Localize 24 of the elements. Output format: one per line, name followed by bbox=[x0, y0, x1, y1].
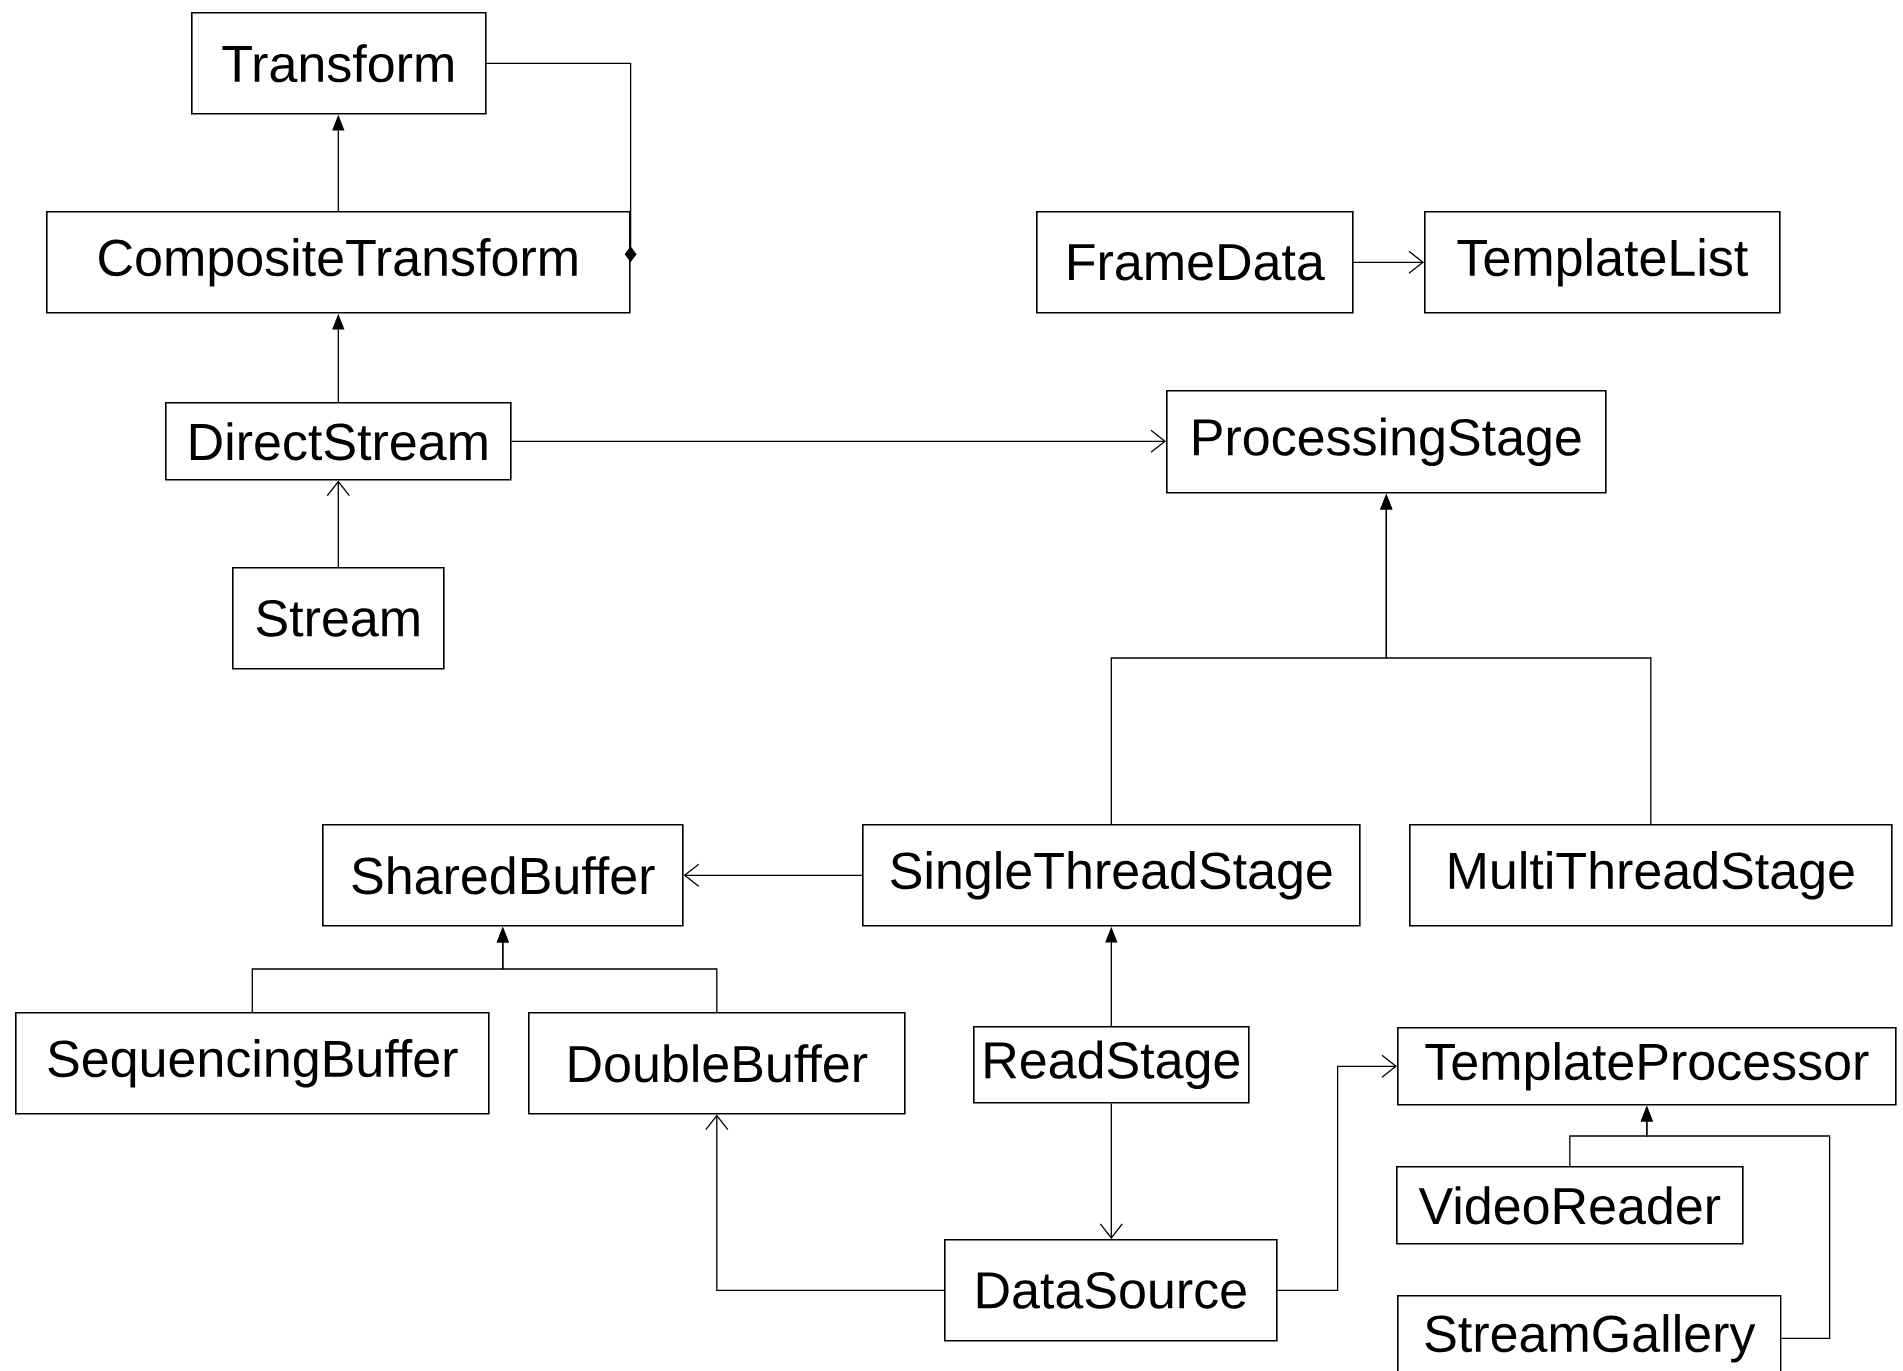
arrow bbox=[510, 429, 1166, 453]
class-box: ProcessingStage bbox=[1166, 390, 1607, 494]
class-box: SharedBuffer bbox=[322, 824, 684, 927]
arrow bbox=[705, 1114, 945, 1291]
class-box: DirectStream bbox=[165, 402, 512, 481]
class-box: SequencingBuffer bbox=[15, 1012, 490, 1115]
arrow bbox=[683, 863, 863, 887]
arrow bbox=[1099, 1102, 1123, 1239]
class-box: Stream bbox=[232, 567, 445, 670]
class-box: VideoReader bbox=[1396, 1166, 1744, 1245]
class-box: TemplateList bbox=[1424, 211, 1781, 314]
class-box: SingleThreadStage bbox=[862, 824, 1361, 927]
class-box: TemplateProcessor bbox=[1397, 1027, 1897, 1106]
class-box: DoubleBuffer bbox=[528, 1012, 906, 1115]
class-box: MultiThreadStage bbox=[1409, 824, 1893, 927]
class-box: StreamGallery bbox=[1397, 1295, 1782, 1371]
arrow bbox=[326, 480, 350, 568]
arrow bbox=[1276, 1054, 1397, 1291]
arrow bbox=[1352, 250, 1424, 274]
class-box: FrameData bbox=[1036, 211, 1354, 314]
class-box: CompositeTransform bbox=[46, 211, 631, 314]
class-box: ReadStage bbox=[973, 1026, 1250, 1104]
class-box: DataSource bbox=[944, 1239, 1278, 1342]
class-box: Transform bbox=[191, 12, 487, 115]
